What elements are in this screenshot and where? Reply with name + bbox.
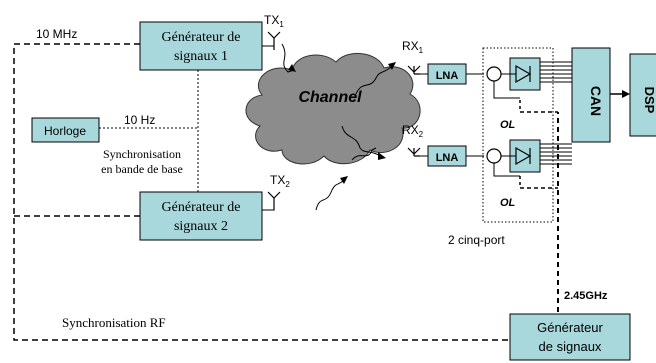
rx1-label: RX1: [402, 39, 424, 55]
ol2-label: OL: [500, 197, 516, 209]
label-245ghz: 2.45GHz: [564, 290, 608, 302]
rf-sync-line: [13, 43, 510, 341]
tx2-label: TX2: [270, 173, 290, 189]
rx2-label: RX2: [402, 123, 424, 139]
connections: [13, 38, 630, 341]
cinq-port-enclosure: [482, 47, 554, 223]
dsp-label: DSP: [642, 87, 656, 114]
signal-wave-icon: [355, 65, 393, 95]
lna2-label: LNA: [436, 152, 459, 164]
can-label: CAN: [588, 86, 604, 116]
sync-rf-label: Synchronisation RF: [62, 315, 166, 330]
signal-waves: [281, 43, 396, 211]
antenna-icon: [267, 31, 281, 50]
tx1-label: TX1: [264, 13, 284, 29]
gen1-line1: Générateur de: [162, 30, 241, 45]
dsp-block: DSP: [629, 53, 656, 137]
gen-rf-block: Générateur de signaux: [509, 313, 631, 361]
antenna-icon: [267, 191, 281, 210]
gen1-line2: signaux 1: [174, 49, 228, 64]
detector1: [501, 57, 541, 91]
circulator-icon: [486, 148, 502, 164]
gen2-line1: Générateur de: [162, 200, 241, 215]
antenna-icon: [407, 147, 421, 157]
signal-wave-icon: [281, 43, 295, 73]
gen2-block: Générateur de signaux 2: [139, 191, 263, 241]
lna1-block: LNA: [427, 63, 467, 85]
ol1-label: OL: [500, 119, 516, 131]
signal-wave-icon: [315, 179, 345, 211]
lna2-block: LNA: [427, 145, 467, 167]
sync-bb-line1: Synchronisation: [103, 147, 181, 161]
lna1-label: LNA: [436, 70, 459, 82]
circulator-icon: [486, 66, 502, 82]
gen-rf-line1: Générateur: [537, 320, 603, 335]
horloge-label: Horloge: [44, 124, 86, 138]
cloud-shape: [245, 52, 421, 165]
gen2-line2: signaux 2: [174, 219, 228, 234]
channel-label: Channel: [298, 89, 362, 106]
antenna-icon: [407, 65, 421, 75]
gen-rf-line2: de signaux: [539, 339, 602, 354]
detector2: [501, 139, 541, 173]
signal-wave-icon: [341, 125, 381, 157]
label-10hz: 10 Hz: [124, 113, 155, 127]
horloge-block: Horloge: [31, 117, 100, 143]
cinq-port-label: 2 cinq-port: [448, 233, 505, 247]
bus-upper: [540, 61, 572, 83]
antennas: [267, 31, 421, 210]
bus-lower: [540, 143, 572, 165]
label-10mhz: 10 MHz: [36, 27, 77, 41]
channel-cloud: Channel: [245, 52, 421, 165]
can-block: CAN: [571, 47, 611, 143]
gen1-block: Générateur de signaux 1: [139, 21, 263, 71]
sync-bb-line2: en bande de base: [101, 162, 183, 176]
